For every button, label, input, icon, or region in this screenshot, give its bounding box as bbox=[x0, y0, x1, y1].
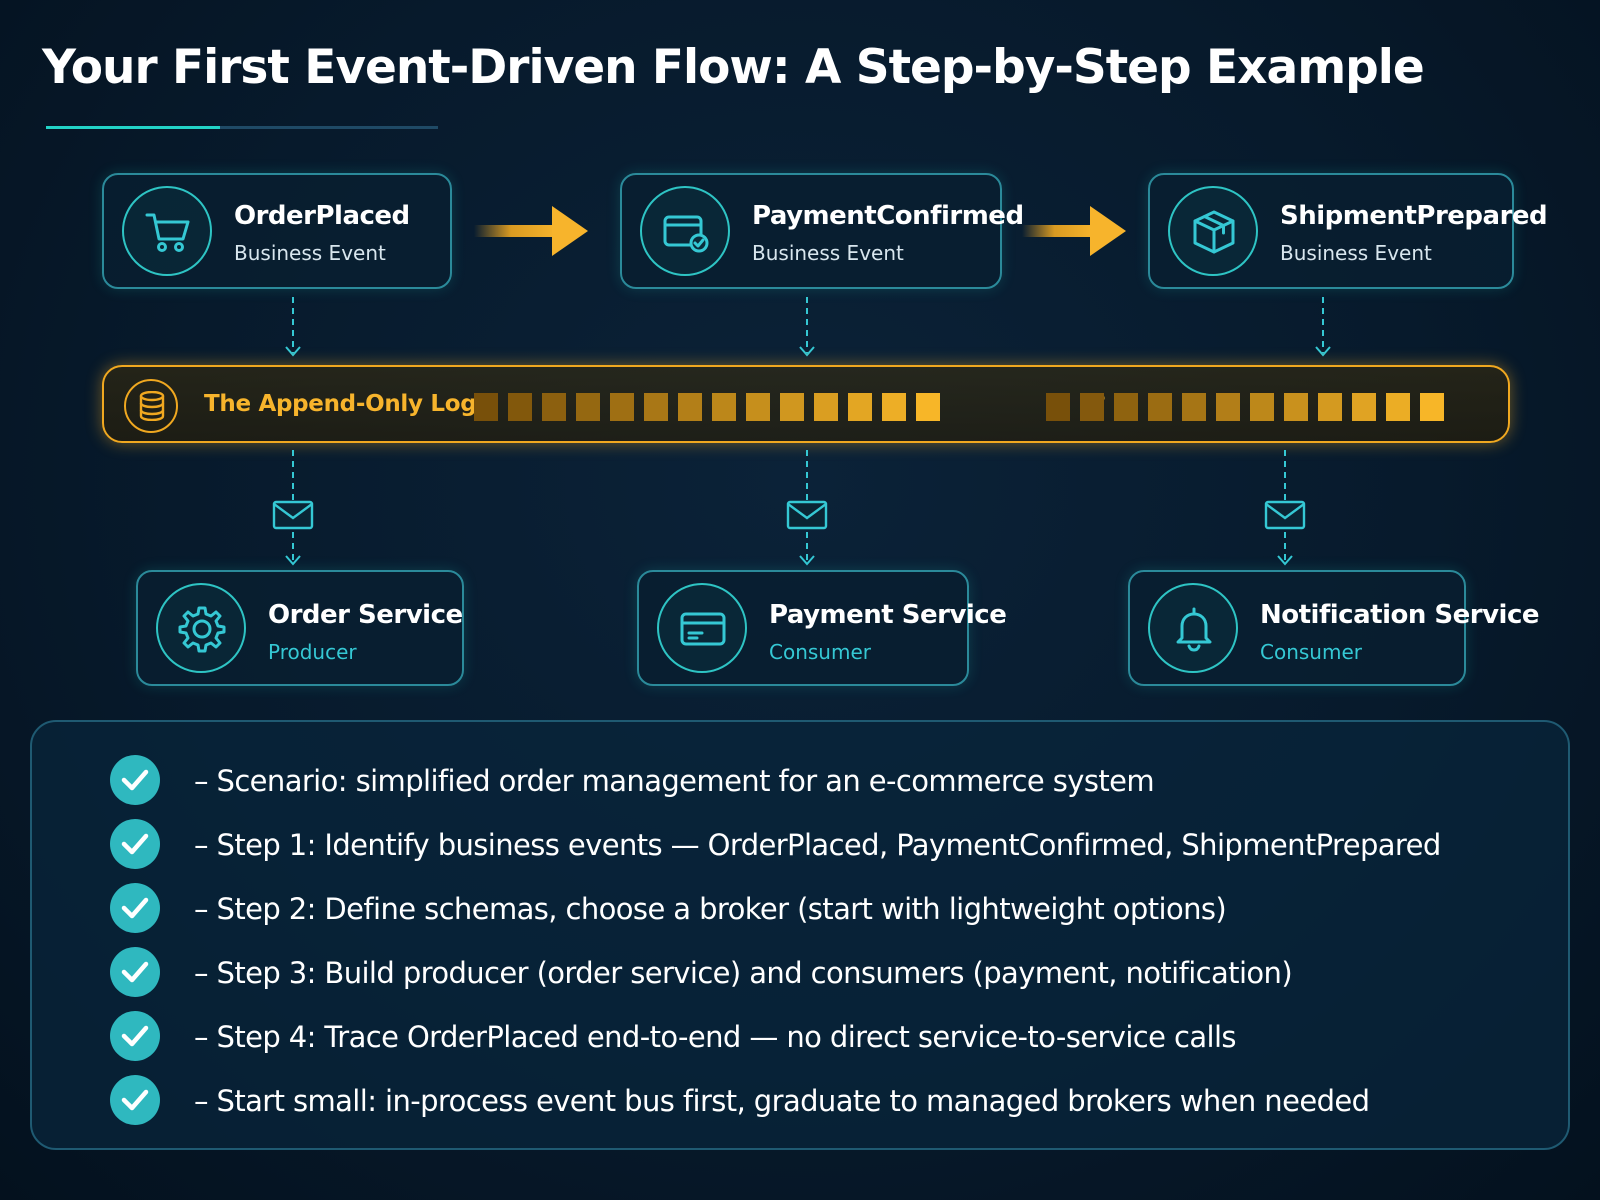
cart-icon bbox=[122, 186, 212, 276]
check-icon bbox=[110, 947, 160, 997]
check-icon bbox=[110, 755, 160, 805]
event-card-order-placed: OrderPlaced Business Event bbox=[102, 173, 452, 289]
event-to-log-connector-1 bbox=[285, 297, 301, 357]
log-to-service-connector-1 bbox=[272, 450, 314, 566]
credit-card-icon bbox=[657, 583, 747, 673]
log-entry-block bbox=[508, 393, 532, 421]
log-entry-block bbox=[1182, 393, 1206, 421]
event-type: Business Event bbox=[752, 241, 904, 265]
package-icon bbox=[1168, 186, 1258, 276]
service-card-notification: Notification Service Consumer bbox=[1128, 570, 1540, 686]
database-icon bbox=[124, 379, 178, 433]
step-text: – Step 1: Identify business events — Ord… bbox=[194, 828, 1441, 862]
log-entry-block bbox=[644, 393, 668, 421]
log-label: The Append-Only Log bbox=[204, 391, 477, 417]
log-entry-block bbox=[610, 393, 634, 421]
log-entry-block bbox=[1046, 393, 1070, 421]
log-entry-block bbox=[1250, 393, 1274, 421]
step-text: – Scenario: simplified order management … bbox=[194, 764, 1155, 798]
event-name: ShipmentPrepared bbox=[1280, 201, 1548, 231]
step-text: – Step 3: Build producer (order service)… bbox=[194, 956, 1293, 990]
log-entry-block bbox=[1148, 393, 1172, 421]
flow-arrow-1 bbox=[474, 206, 588, 256]
log-entry-block bbox=[1386, 393, 1410, 421]
log-entry-block bbox=[576, 393, 600, 421]
service-card-order: Order Service Producer bbox=[136, 570, 464, 686]
service-name: Payment Service bbox=[769, 600, 1007, 630]
log-entry-block bbox=[746, 393, 770, 421]
gear-icon bbox=[156, 583, 246, 673]
service-card-payment: Payment Service Consumer bbox=[637, 570, 1007, 686]
log-to-service-connector-3 bbox=[1264, 450, 1306, 566]
log-to-service-connector-2 bbox=[786, 450, 828, 566]
log-entry-block bbox=[780, 393, 804, 421]
event-name: PaymentConfirmed bbox=[752, 201, 1024, 231]
bell-icon bbox=[1148, 583, 1238, 673]
event-to-log-connector-2 bbox=[799, 297, 815, 357]
log-entry-block bbox=[474, 393, 498, 421]
service-role: Producer bbox=[268, 640, 357, 664]
step-text: – Start small: in-process event bus firs… bbox=[194, 1084, 1370, 1118]
log-entry-block bbox=[1318, 393, 1342, 421]
log-entry-block bbox=[1352, 393, 1376, 421]
event-card-payment-confirmed: PaymentConfirmed Business Event bbox=[620, 173, 1024, 289]
log-entry-block bbox=[916, 393, 940, 421]
page-title: Your First Event-Driven Flow: A Step-by-… bbox=[42, 40, 1425, 95]
check-icon bbox=[110, 1011, 160, 1061]
event-to-log-connector-3 bbox=[1315, 297, 1331, 357]
event-name: OrderPlaced bbox=[234, 201, 410, 231]
log-entry-block bbox=[1114, 393, 1138, 421]
step-row-1: – Step 1: Identify business events — Ord… bbox=[32, 816, 1532, 872]
log-entry-block bbox=[1284, 393, 1308, 421]
log-entry-block bbox=[712, 393, 736, 421]
log-entry-block bbox=[848, 393, 872, 421]
step-row-start-small: – Start small: in-process event bus firs… bbox=[32, 1072, 1532, 1128]
log-entry-block bbox=[1420, 393, 1444, 421]
service-name: Order Service bbox=[268, 600, 463, 630]
check-icon bbox=[110, 819, 160, 869]
service-role: Consumer bbox=[769, 640, 871, 664]
service-name: Notification Service bbox=[1260, 600, 1540, 630]
event-card-shipment-prepared: ShipmentPrepared Business Event bbox=[1148, 173, 1548, 289]
envelope-icon bbox=[786, 500, 828, 530]
log-entry-block bbox=[814, 393, 838, 421]
check-icon bbox=[110, 1075, 160, 1125]
log-entry-block bbox=[1080, 393, 1104, 421]
log-entry-block bbox=[882, 393, 906, 421]
log-entry-block bbox=[1216, 393, 1240, 421]
title-underline bbox=[46, 126, 438, 129]
event-type: Business Event bbox=[234, 241, 386, 265]
title-underline-accent bbox=[46, 126, 220, 129]
flow-arrow-2 bbox=[1022, 206, 1126, 256]
event-type: Business Event bbox=[1280, 241, 1432, 265]
append-only-log: The Append-Only Log • • • bbox=[102, 365, 1510, 443]
check-icon bbox=[110, 883, 160, 933]
step-text: – Step 2: Define schemas, choose a broke… bbox=[194, 892, 1227, 926]
step-row-2: – Step 2: Define schemas, choose a broke… bbox=[32, 880, 1532, 936]
steps-panel: – Scenario: simplified order management … bbox=[30, 720, 1570, 1150]
step-row-4: – Step 4: Trace OrderPlaced end-to-end —… bbox=[32, 1008, 1532, 1064]
envelope-icon bbox=[272, 500, 314, 530]
payment-check-icon bbox=[640, 186, 730, 276]
log-entry-block bbox=[542, 393, 566, 421]
service-role: Consumer bbox=[1260, 640, 1362, 664]
step-row-scenario: – Scenario: simplified order management … bbox=[32, 752, 1532, 808]
step-text: – Step 4: Trace OrderPlaced end-to-end —… bbox=[194, 1020, 1237, 1054]
envelope-icon bbox=[1264, 500, 1306, 530]
log-entry-block bbox=[678, 393, 702, 421]
step-row-3: – Step 3: Build producer (order service)… bbox=[32, 944, 1532, 1000]
